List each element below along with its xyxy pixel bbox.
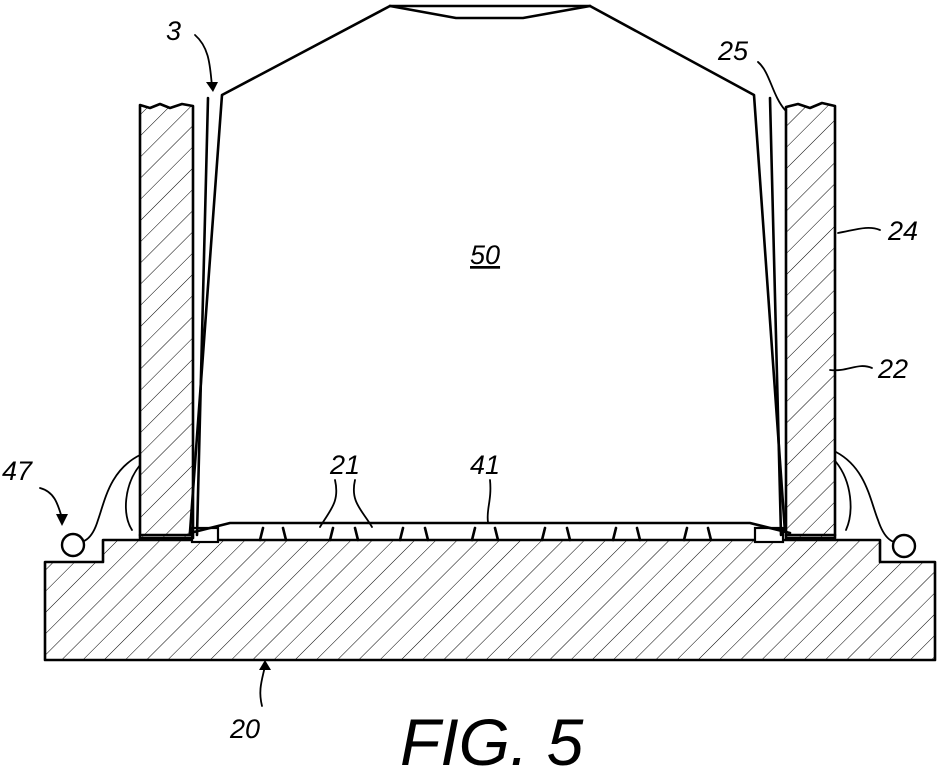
base-channels — [190, 526, 785, 544]
label-3: 3 — [166, 16, 181, 46]
label-25: 25 — [717, 36, 749, 66]
left-clamp-film — [60, 454, 194, 558]
label-41: 41 — [470, 450, 500, 480]
body-top-recess — [388, 4, 592, 20]
foam-body — [188, 4, 787, 534]
leader-lines — [39, 34, 881, 707]
label-24: 24 — [887, 216, 918, 246]
left-wall — [138, 102, 195, 540]
label-20: 20 — [229, 714, 260, 744]
figure-caption: FIG. 5 — [400, 705, 584, 774]
label-47: 47 — [2, 456, 33, 486]
base-plate — [43, 538, 937, 662]
seal-film — [188, 521, 792, 535]
label-22: 22 — [877, 354, 908, 384]
right-clamp-film — [784, 451, 917, 559]
right-wall — [784, 101, 837, 540]
label-50: 50 — [470, 240, 500, 270]
label-21: 21 — [329, 450, 360, 480]
